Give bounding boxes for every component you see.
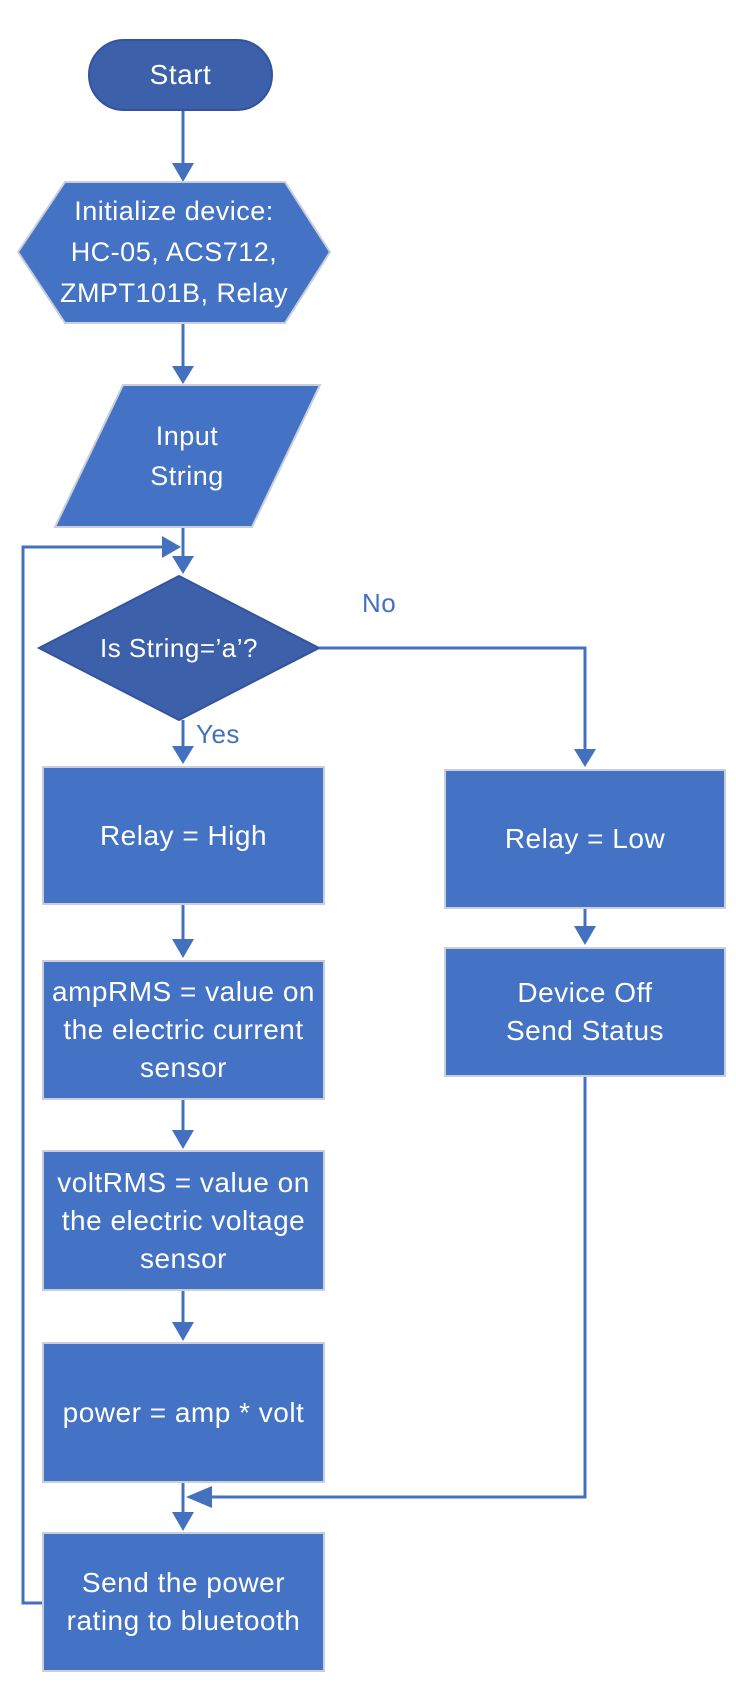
arrowhead-init-to-input	[172, 366, 194, 384]
node-input-label: Input String	[150, 421, 224, 491]
node-relay-low: Relay = Low	[444, 769, 726, 909]
arrowhead-amp-to-volt	[172, 1130, 194, 1149]
arrowhead-relayhigh-to-amp	[172, 939, 194, 958]
arrowhead-input-to-decision	[172, 556, 194, 574]
node-relay-high: Relay = High	[42, 766, 325, 905]
arrowhead-deviceoff-merge	[186, 1486, 212, 1508]
node-power: power = amp * volt	[42, 1342, 325, 1483]
node-init-label: Initialize device: HC-05, ACS712, ZMPT10…	[59, 196, 289, 308]
arrowhead-loopback	[162, 536, 181, 558]
edge-label-no: No	[362, 588, 397, 618]
arrowhead-power-to-send	[172, 1512, 194, 1531]
node-decision-label: Is String=’a’?	[99, 632, 259, 663]
node-volt-rms: voltRMS = value on the electric voltage …	[42, 1150, 325, 1291]
connector-loopback	[21, 545, 163, 1605]
arrowhead-start-to-init	[172, 163, 194, 182]
node-amp-rms: ampRMS = value on the electric current s…	[42, 960, 325, 1100]
arrowhead-decision-no	[574, 749, 596, 767]
decision-diamond-shape	[36, 574, 322, 722]
connector-decision-no	[319, 646, 587, 750]
arrowhead-relaylow-to-deviceoff	[574, 926, 596, 945]
init-hexagon-shape	[16, 181, 332, 324]
connector-deviceoff-merge	[212, 1077, 587, 1499]
edge-label-yes: Yes	[196, 719, 240, 749]
input-parallelogram-shape	[53, 384, 322, 528]
arrowhead-volt-to-power	[172, 1322, 194, 1341]
arrowhead-decision-yes	[172, 746, 194, 764]
node-send-power: Send the power rating to bluetooth	[42, 1532, 325, 1672]
node-device-off: Device Off Send Status	[444, 947, 726, 1077]
node-start: Start	[88, 39, 273, 111]
